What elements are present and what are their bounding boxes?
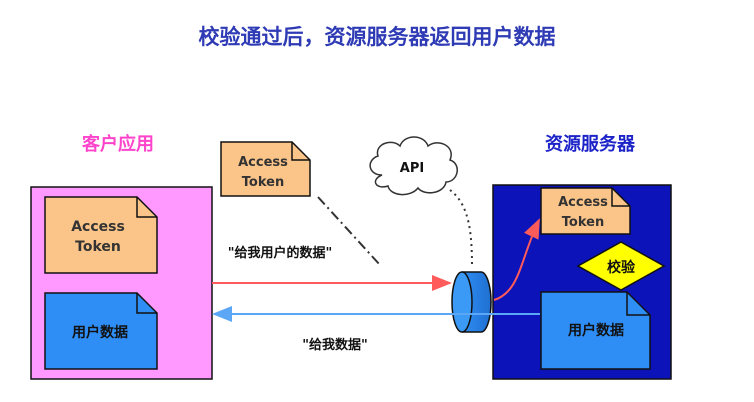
api-cloud: API	[369, 136, 458, 196]
client-token-line1: Access	[71, 219, 125, 235]
client-user-data: 用户数据	[44, 292, 158, 370]
token-check-arrow	[493, 218, 540, 301]
server-user-data: 用户数据	[540, 291, 651, 370]
floating-token-line1: Access	[238, 155, 288, 170]
client-access-token: Access Token	[44, 196, 158, 274]
server-token-line2: Token	[562, 215, 604, 230]
server-label: 资源服务器	[545, 133, 636, 155]
server-access-token: Access Token	[540, 187, 631, 235]
floating-token-line2: Token	[242, 175, 284, 190]
response-label: "给我数据"	[302, 337, 368, 353]
request-label: "给我用户的数据"	[228, 245, 333, 261]
client-token-line2: Token	[75, 239, 121, 255]
client-user-data-label: 用户数据	[72, 324, 128, 341]
api-cylinder	[451, 271, 492, 333]
token-connector	[317, 196, 381, 266]
api-connector	[449, 189, 473, 269]
server-token-line1: Access	[558, 195, 608, 210]
verify-label: 校验	[607, 259, 636, 276]
floating-access-token: Access Token	[220, 141, 311, 197]
api-label: API	[400, 161, 424, 176]
server-user-data-label: 用户数据	[568, 322, 624, 339]
page-title: 校验通过后，资源服务器返回用户数据	[199, 25, 556, 49]
client-label: 客户应用	[82, 133, 154, 155]
verify-diamond: 校验	[576, 241, 666, 291]
